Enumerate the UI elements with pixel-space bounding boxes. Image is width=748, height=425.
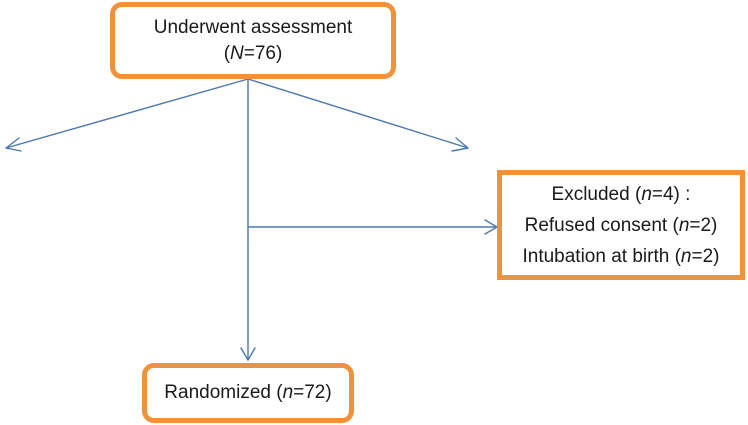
- assessment-count: (N=76): [224, 41, 283, 67]
- assessment-box: Underwent assessment (N=76): [110, 2, 396, 79]
- excluded-reason: Intubation at birth (n=2): [522, 241, 719, 272]
- trunk-arrowhead: [240, 347, 256, 361]
- excluded-title-prefix: Excluded (: [551, 183, 642, 205]
- excluded-reason-var: n: [678, 214, 690, 236]
- excluded-reason: Refused consent (n=2): [525, 210, 718, 241]
- randomized-var: n: [282, 382, 294, 403]
- randomized-label: Randomized (: [164, 382, 283, 403]
- excluded-title-var: n: [641, 183, 652, 205]
- right-branch-arrowhead: [451, 137, 469, 152]
- assessment-count-value: =76): [243, 42, 283, 64]
- randomized-box: Randomized (n=72): [142, 363, 354, 423]
- randomized-suffix: =72): [293, 382, 332, 403]
- right-branch-line: [247, 78, 469, 149]
- excluded-title-suffix: =4) :: [651, 183, 691, 205]
- excluded-reason-label: Refused consent (: [524, 214, 679, 236]
- assessment-count-var: N: [230, 42, 244, 64]
- assessment-count-open: (: [223, 42, 231, 64]
- excluded-reason-suffix: =2): [691, 245, 720, 267]
- left-branch-line: [5, 78, 249, 149]
- left-branch-arrowhead: [5, 137, 22, 152]
- excluded-reason-suffix: =2): [689, 214, 718, 236]
- excluded-reason-label: Intubation at birth (: [522, 245, 681, 267]
- excluded-title: Excluded (n=4) :: [552, 179, 691, 210]
- assessment-label: Underwent assessment: [153, 16, 353, 38]
- randomized-text: Randomized (n=72): [164, 380, 331, 406]
- excluded-box: Excluded (n=4) : Refused consent (n=2) I…: [497, 170, 745, 280]
- excluded-reason-var: n: [680, 245, 692, 267]
